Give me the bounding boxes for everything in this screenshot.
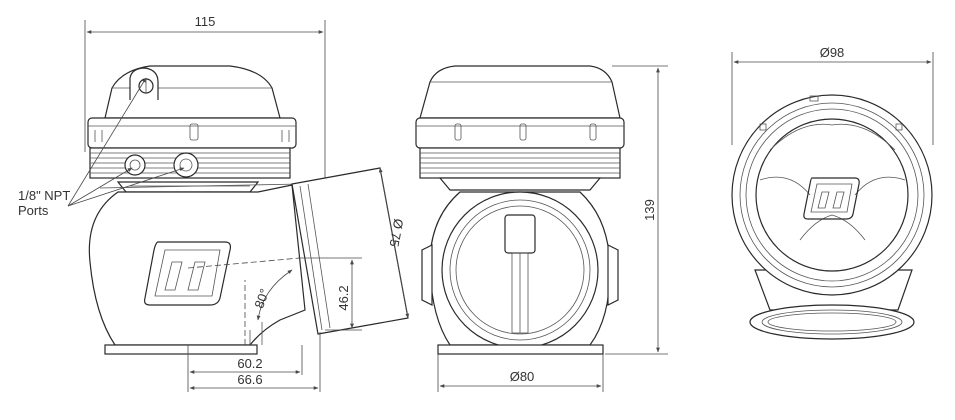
dim-60-66: 60.2 66.6 <box>187 332 321 392</box>
dim-66-6-label: 66.6 <box>237 372 262 387</box>
dim-115-label: 115 <box>195 14 216 29</box>
dim-80-label: Ø80 <box>510 369 535 384</box>
dim-80: Ø80 <box>437 354 604 392</box>
dim-139-label: 139 <box>642 199 657 221</box>
valve-stem <box>504 214 536 254</box>
front-dome <box>419 65 621 119</box>
top-outlet-ring <box>749 304 915 340</box>
top-dome <box>755 118 909 272</box>
npt-label-line2: Ports <box>18 203 49 218</box>
valve-body <box>88 184 306 346</box>
front-view: 139 Ø80 <box>415 65 668 392</box>
front-outlet-flange <box>437 344 604 355</box>
side-view: 115 <box>18 14 410 392</box>
dim-60-2-label: 60.2 <box>237 356 262 371</box>
dim-46-2-label: 46.2 <box>336 285 351 310</box>
dim-75: Ø 75 <box>378 167 410 319</box>
dim-angle: 80° <box>187 257 301 345</box>
dim-46-2: 46.2 <box>298 257 362 331</box>
npt-port-1 <box>124 154 146 176</box>
top-view: Ø98 <box>731 45 934 340</box>
brand-logo-side <box>143 241 232 306</box>
dim-75-label: Ø 75 <box>387 218 407 248</box>
brand-logo-top <box>803 177 860 220</box>
dim-angle-label: 80° <box>251 287 272 311</box>
outlet-flange <box>104 344 258 355</box>
dim-115: 115 <box>84 14 326 190</box>
npt-port-2 <box>173 152 199 178</box>
npt-label-line1: 1/8" NPT <box>18 188 70 203</box>
dim-98: Ø98 <box>731 45 934 145</box>
dim-139: 139 <box>605 65 668 355</box>
dim-98-label: Ø98 <box>820 45 845 60</box>
